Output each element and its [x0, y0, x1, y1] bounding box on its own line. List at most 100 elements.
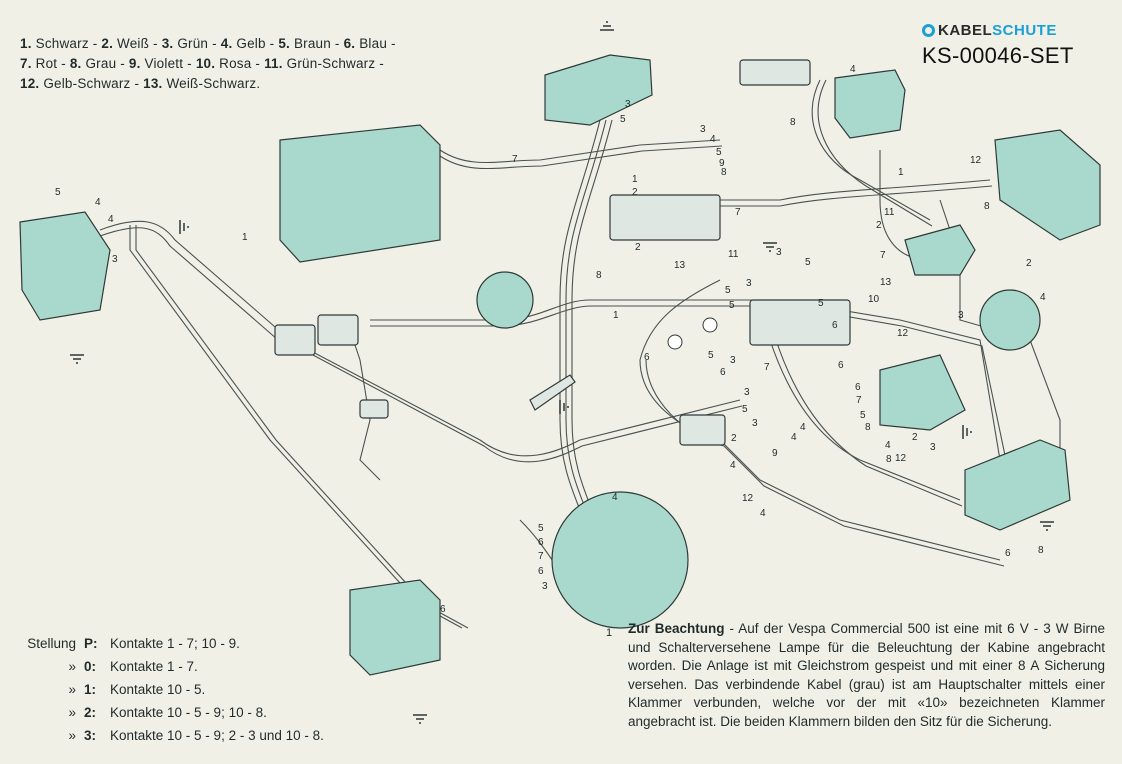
bulb-icon [702, 317, 718, 333]
legend-color: Rot [35, 56, 58, 71]
ground-icon [600, 21, 614, 31]
position-value: 1 [84, 682, 92, 697]
wire-number-label: 5 [620, 114, 626, 125]
wire-number-label: 5 [860, 410, 866, 421]
wire-number-label: 2 [632, 187, 638, 198]
legend-num: 9. [128, 56, 141, 71]
wire-number-label: 4 [612, 492, 618, 503]
bulb-icon [667, 334, 683, 350]
wire-number-label: 6 [855, 382, 861, 393]
wire-number-label: 2 [635, 242, 641, 253]
legend-color: Grau [85, 56, 117, 71]
wire-number-label: 7 [735, 207, 741, 218]
wire-number-label: 8 [721, 167, 727, 178]
attention-note: 1 Zur Beachtung - Auf der Vespa Commerci… [606, 620, 1105, 732]
wire-number-label: 13 [674, 260, 686, 271]
legend-color: Rosa [219, 56, 252, 71]
wire-number-label: 3 [700, 124, 706, 135]
note-number: 1 [606, 627, 613, 639]
ground-icon [179, 220, 189, 234]
wire-number-label: 8 [886, 454, 892, 465]
wire-number-label: 7 [538, 551, 544, 562]
wire-number-label: 1 [613, 310, 619, 321]
legend-num: 4. [220, 36, 233, 51]
position-row: » 2: Kontakte 10 - 5 - 9; 10 - 8. [18, 701, 324, 724]
position-value: 3 [84, 728, 92, 743]
wire-number-label: 11 [728, 249, 739, 260]
ground-symbols [70, 21, 1054, 724]
wire-number-label: 5 [742, 404, 748, 415]
wire-number-label: 9 [772, 448, 778, 459]
wire-number-label: 12 [895, 453, 907, 464]
wire-number-label: 10 [868, 294, 880, 305]
wire-number-label: 1 [898, 167, 904, 178]
wire-number-label: 4 [791, 432, 797, 443]
condenser [679, 414, 726, 446]
wire-number-label: 5 [725, 285, 731, 296]
wire-number-label: 1 [242, 232, 248, 243]
wire-number-label: 12 [742, 493, 754, 504]
position-row: » 3: Kontakte 10 - 5 - 9; 2 - 3 und 10 -… [18, 724, 323, 747]
legend-color: Blau [359, 36, 388, 51]
position-value: 2 [84, 705, 92, 720]
wire-number-label: 8 [984, 201, 990, 212]
connector-right [317, 314, 359, 346]
wire-number-label: 6 [832, 320, 838, 331]
wire-number-label: 7 [880, 250, 886, 261]
logo-text-1: KABEL [938, 22, 993, 39]
logo-ring-icon [922, 24, 935, 37]
legend-line-3: 12. Gelb-Schwarz - 13. Weiß-Schwarz. [20, 76, 261, 91]
legend-color: Gelb-Schwarz [43, 76, 131, 91]
color-legend: 1. Schwarz - 2. Weiß - 3. Grün - 4. Gelb… [20, 34, 396, 94]
connector-left [274, 324, 316, 356]
position-row: » 1: Kontakte 10 - 5. [18, 678, 324, 701]
wire-number-label: 3 [776, 247, 782, 258]
stellung-label: Stellung [27, 636, 76, 651]
wire-number-label: 2 [1026, 258, 1032, 269]
legend-line-2: 7. Rot - 8. Grau - 9. Violett - 10. Rosa… [20, 56, 384, 71]
legend-num: 2. [101, 36, 114, 51]
position-key: P: [84, 636, 98, 651]
position-contacts: Kontakte 10 - 5. [110, 682, 206, 697]
legend-color: Grün [177, 36, 209, 51]
position-value: P [84, 636, 94, 651]
position-key: 1: [84, 682, 97, 697]
ground-icon [962, 425, 972, 439]
tail-lamp-left-component [349, 579, 441, 676]
ground-icon [70, 354, 84, 364]
ditto-mark: » [68, 682, 76, 697]
legend-color: Schwarz [35, 36, 89, 51]
wire-number-label: 5 [716, 147, 722, 158]
horn-component [834, 69, 906, 139]
wire-number-label: 4 [850, 64, 856, 75]
wire-number-label: 5 [55, 187, 61, 198]
wire-number-label: 3 [930, 442, 936, 453]
legend-num: 6. [343, 36, 356, 51]
wire-number-label: 4 [885, 440, 891, 451]
ground-icon [763, 242, 777, 252]
legend-color: Weiß-Schwarz. [166, 76, 261, 91]
wire-number-label: 7 [764, 362, 770, 373]
wire-number-label: 12 [970, 155, 982, 166]
wire-number-label: 6 [644, 352, 650, 363]
position-contacts: Kontakte 1 - 7; 10 - 9. [110, 636, 240, 651]
junction-box-top [609, 194, 721, 241]
ditto-mark: » [68, 659, 76, 674]
wire-number-label: 5 [708, 350, 714, 361]
wire-number-label: 3 [744, 387, 750, 398]
tail-lamp-right-component [964, 439, 1071, 531]
wire-number-label: 8 [596, 270, 602, 281]
relay-component [904, 224, 976, 276]
wire-number-label: 5 [729, 300, 735, 311]
wire-number-label: 4 [730, 460, 736, 471]
note-text: - Auf der Vespa Commercial 500 ist eine … [628, 621, 1105, 729]
position-key: 3: [84, 728, 97, 743]
battery-component [279, 124, 441, 263]
wire-number-label: 8 [865, 422, 871, 433]
wire-number-label: 11 [884, 207, 895, 218]
ground-icon [413, 714, 427, 724]
legend-color: Weiß [117, 36, 150, 51]
product-code: KS-00046-SET [922, 43, 1074, 68]
